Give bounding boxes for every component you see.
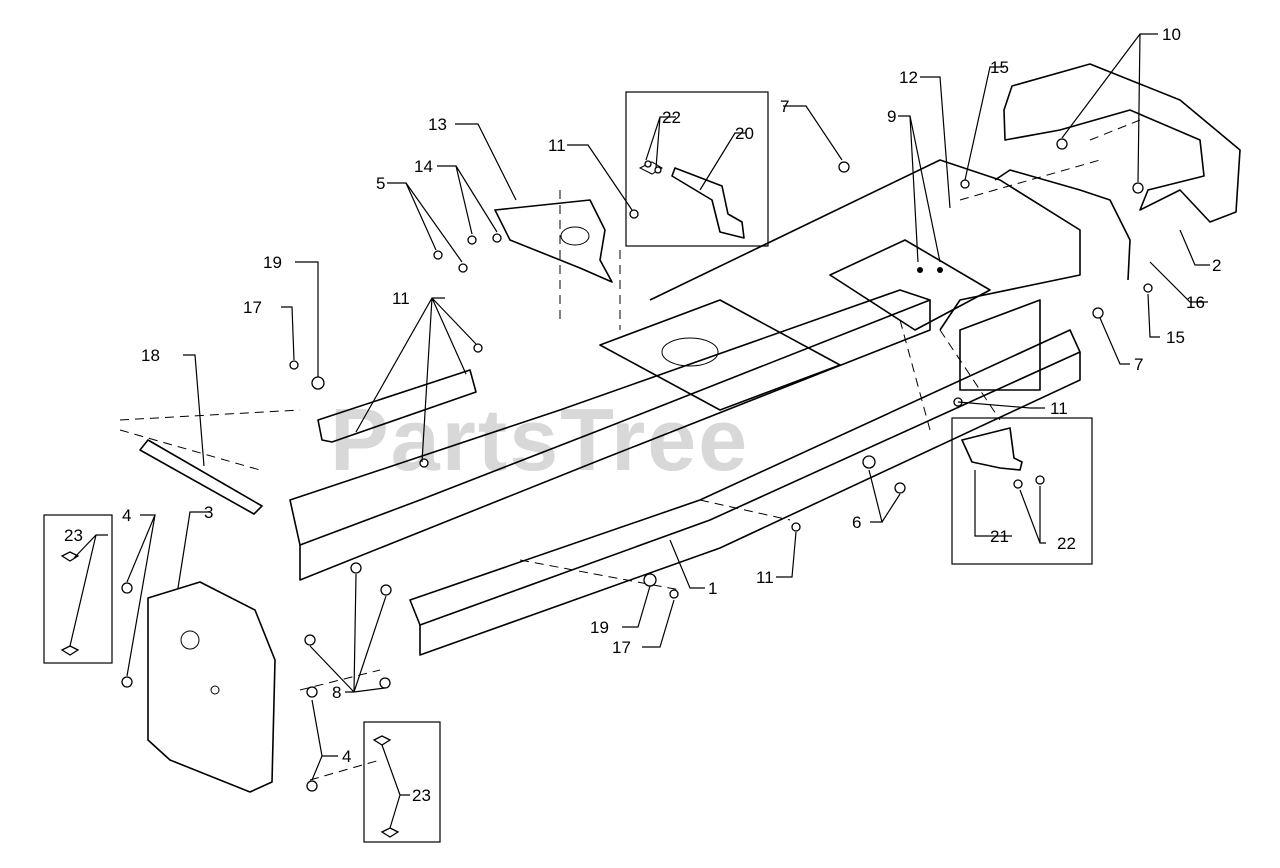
detail-box-20-22 (625, 91, 769, 247)
leader-lines (69, 33, 1210, 829)
callout-1: 1 (708, 579, 717, 598)
callout-12: 12 (899, 68, 918, 87)
callout-11a: 11 (548, 136, 566, 155)
callout-21: 21 (990, 527, 1009, 546)
callout-11d: 11 (756, 568, 774, 587)
callout-10: 10 (1162, 25, 1181, 44)
callout-labels: 1 2 3 4 4 5 6 7 7 8 9 10 11 11 11 11 12 … (64, 25, 1221, 805)
callout-22b: 22 (662, 108, 681, 127)
callout-18: 18 (141, 346, 160, 365)
callout-15b: 15 (1166, 328, 1185, 347)
callout-8: 8 (332, 683, 341, 702)
watermark-text: PartsTree (330, 390, 749, 489)
callout-7b: 7 (1134, 355, 1143, 374)
callout-3: 3 (204, 503, 213, 522)
callout-11b: 11 (392, 289, 410, 308)
callout-17b: 17 (612, 638, 631, 657)
detail-box-23-bottom (363, 721, 441, 843)
callout-4b: 4 (342, 747, 351, 766)
callout-9: 9 (887, 107, 896, 126)
callout-20: 20 (735, 124, 754, 143)
callout-23b: 23 (412, 786, 431, 805)
callout-6: 6 (852, 513, 861, 532)
callout-14: 14 (414, 157, 433, 176)
main-frame (119, 63, 1241, 793)
callout-23a: 23 (64, 526, 83, 545)
hardware (121, 138, 1153, 792)
callout-22a: 22 (1057, 534, 1076, 553)
callout-7a: 7 (780, 97, 789, 116)
callout-5: 5 (376, 174, 385, 193)
callout-11c: 11 (1050, 399, 1068, 418)
detail-box-23-left (43, 514, 113, 664)
callout-19b: 19 (590, 618, 609, 637)
callout-16: 16 (1186, 293, 1205, 312)
detail-box-21-22 (951, 417, 1093, 565)
callout-19a: 19 (263, 253, 282, 272)
callout-15a: 15 (990, 58, 1009, 77)
callout-13: 13 (428, 115, 447, 134)
callout-17a: 17 (243, 298, 262, 317)
callout-4a: 4 (122, 506, 131, 525)
callout-2: 2 (1212, 256, 1221, 275)
